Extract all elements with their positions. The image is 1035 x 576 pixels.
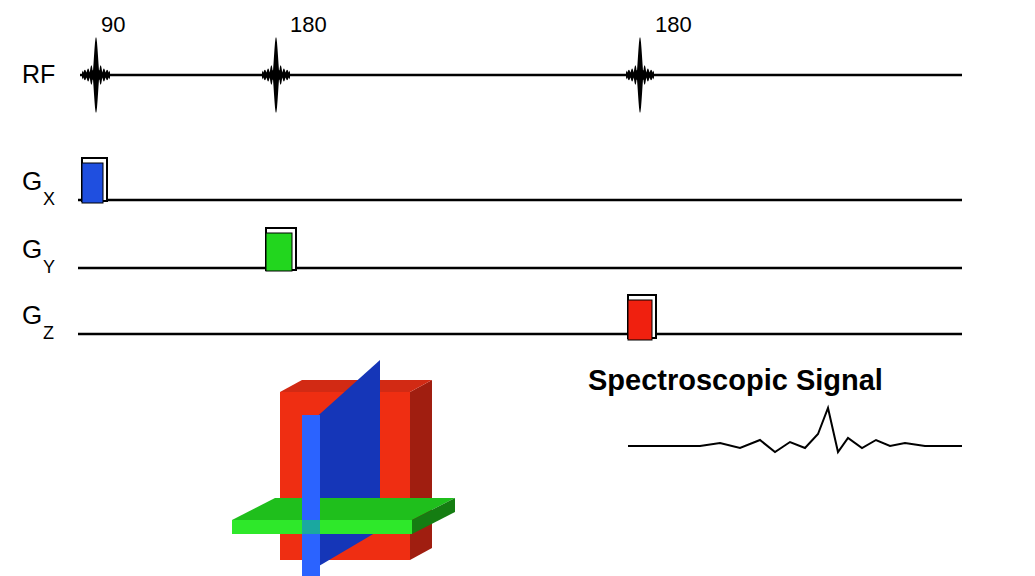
gz-gradient-lobe (628, 300, 652, 340)
rf-pulse (82, 37, 110, 113)
gy-gradient-lobe (266, 233, 292, 271)
rf-pulses (82, 37, 654, 113)
gx-axis (78, 199, 962, 202)
green-plane-front (232, 520, 412, 534)
blue-plane-back (302, 360, 380, 576)
flip-angle: 180 (655, 14, 692, 36)
rf-axis (80, 74, 962, 77)
gz-axis (78, 333, 962, 336)
channel-name: RF (22, 62, 55, 87)
channel-subscript: Z (43, 324, 54, 342)
channel-name: G (22, 236, 42, 262)
gx-gradient-lobe (82, 163, 103, 203)
rf-pulse (262, 37, 290, 113)
blue-plane-front (302, 415, 320, 576)
channel-subscript: Y (43, 258, 55, 276)
spectroscopic-signal-trace (628, 408, 962, 452)
flip-angle: 90 (101, 14, 125, 36)
rf-pulse (626, 37, 654, 113)
flip-angle: 180 (290, 14, 327, 36)
plane-intersection (302, 520, 320, 534)
green-plane-side (412, 498, 455, 534)
signal-title: Spectroscopic Signal (588, 366, 883, 395)
gy-axis (78, 267, 962, 270)
channel-name: G (22, 168, 42, 194)
channel-name: G (22, 302, 42, 328)
gradient-lobe-outline (266, 228, 296, 270)
voxel-planes-illustration (232, 360, 455, 576)
channel-subscript: X (43, 190, 55, 208)
